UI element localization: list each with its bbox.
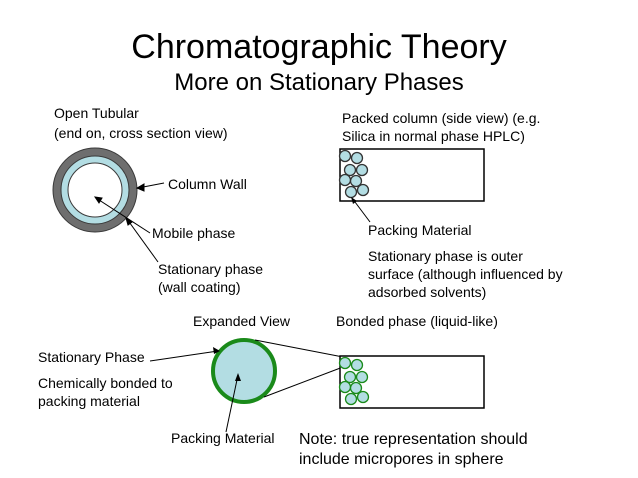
bonded-particle bbox=[344, 392, 358, 406]
expanded-connector-bottom bbox=[263, 366, 344, 398]
packing-particle bbox=[349, 174, 363, 188]
packing-particle bbox=[356, 183, 370, 197]
open-tubular-heading-2: (end on, cross section view) bbox=[54, 125, 228, 141]
expanded-connector-top bbox=[254, 339, 344, 358]
note-line-1: Note: true representation should bbox=[299, 431, 528, 448]
packing-particle bbox=[344, 185, 358, 199]
arrow-stationary-phase-bonded bbox=[149, 350, 219, 362]
arrow-mobile-phase bbox=[95, 197, 151, 234]
packing-particle bbox=[343, 163, 357, 177]
packing-particle bbox=[350, 151, 364, 165]
open-tubular-cross-section bbox=[52, 147, 138, 233]
packed-desc-2: surface (although influenced by bbox=[368, 266, 563, 282]
packed-heading-2: Silica in normal phase HPLC) bbox=[342, 128, 525, 144]
label-packing-material-top: Packing Material bbox=[368, 222, 472, 238]
packed-desc-1: Stationary phase is outer bbox=[368, 248, 523, 264]
note-line-2: include micropores in sphere bbox=[299, 451, 504, 468]
arrow-column-wall-head bbox=[135, 183, 145, 192]
bonded-particle bbox=[355, 370, 369, 384]
packing-particle bbox=[338, 173, 352, 187]
label-packing-material-bottom: Packing Material bbox=[171, 430, 275, 446]
bonded-particle bbox=[343, 370, 357, 384]
packed-particles bbox=[338, 149, 370, 199]
expanded-particle bbox=[211, 338, 277, 404]
label-chemically-bonded-1: Chemically bonded to bbox=[38, 375, 173, 391]
arrow-stationary-phase-head bbox=[125, 216, 133, 226]
label-chemically-bonded-2: packing material bbox=[38, 393, 140, 409]
label-stationary-phase-bonded: Stationary Phase bbox=[38, 349, 145, 365]
bonded-particle bbox=[356, 390, 370, 404]
packed-heading-1: Packed column (side view) (e.g. bbox=[342, 110, 540, 126]
bonded-particles bbox=[338, 356, 370, 406]
arrow-packing-material-bottom bbox=[225, 374, 239, 433]
bonded-heading: Bonded phase (liquid-like) bbox=[336, 313, 498, 329]
page-subtitle: More on Stationary Phases bbox=[174, 69, 464, 96]
arrow-packing-material-bottom-head bbox=[235, 373, 241, 381]
bonded-particle bbox=[338, 380, 352, 394]
open-tubular-heading-1: Open Tubular bbox=[54, 105, 139, 121]
arrow-stationary-phase bbox=[126, 218, 159, 263]
label-stationary-phase-1: Stationary phase bbox=[158, 261, 263, 277]
label-expanded-view: Expanded View bbox=[193, 313, 291, 329]
packed-desc-3: adsorbed solvents) bbox=[368, 284, 486, 300]
bonded-particle bbox=[349, 381, 363, 395]
packing-particle bbox=[355, 163, 369, 177]
label-column-wall: Column Wall bbox=[168, 176, 247, 192]
mobile-phase-core bbox=[67, 162, 123, 218]
label-mobile-phase: Mobile phase bbox=[152, 225, 235, 241]
arrow-stationary-phase-bonded-head bbox=[213, 347, 220, 354]
packing-particle bbox=[338, 149, 352, 163]
bonded-particle bbox=[338, 356, 352, 370]
bonded-particle bbox=[350, 358, 364, 372]
arrow-packing-material-top-head bbox=[351, 197, 357, 204]
arrow-mobile-phase-head bbox=[93, 196, 103, 204]
page-title: Chromatographic Theory bbox=[131, 28, 506, 66]
label-stationary-phase-2: (wall coating) bbox=[158, 279, 240, 295]
